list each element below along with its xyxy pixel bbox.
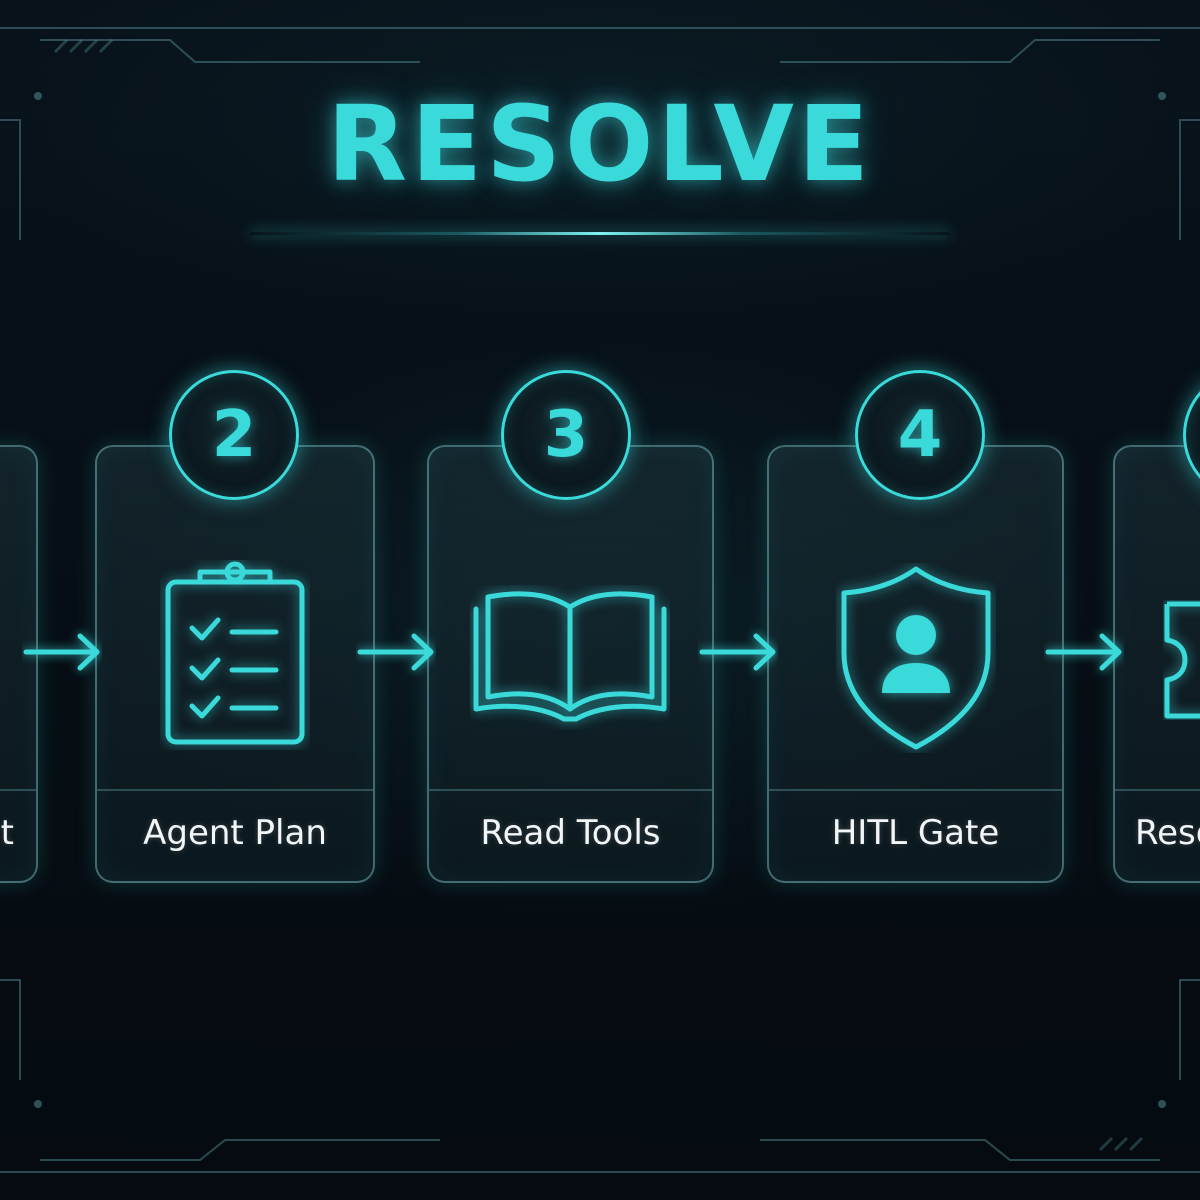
card-divider — [429, 789, 712, 791]
step-label-4: HITL Gate — [831, 813, 1000, 853]
arrow-right-icon — [357, 633, 434, 671]
step-label-1: t — [0, 813, 14, 853]
step-label-2: Agent Plan — [143, 813, 327, 853]
step-badge-2: 2 — [169, 370, 299, 500]
step-card-1: t — [0, 445, 38, 883]
step-card-5: Reso — [1113, 445, 1200, 883]
step-card-2: Agent Plan — [95, 445, 375, 883]
step-number-4: 4 — [897, 398, 943, 472]
title-underline — [250, 232, 950, 235]
diagram-title: RESOLVE — [327, 83, 873, 205]
step-number-2: 2 — [211, 398, 257, 472]
step-card-3: Read Tools — [427, 445, 714, 883]
step-badge-3: 3 — [501, 370, 631, 500]
arrow-right-icon — [699, 633, 776, 671]
arrow-right-icon — [23, 633, 100, 671]
step-number-3: 3 — [543, 398, 589, 472]
step-label-3: Read Tools — [480, 813, 661, 853]
card-divider — [1115, 789, 1200, 791]
card-divider — [97, 789, 373, 791]
step-card-4: HITL Gate — [767, 445, 1064, 883]
card-divider — [769, 789, 1062, 791]
step-label-5: Reso — [1135, 813, 1200, 853]
card-divider — [0, 789, 36, 791]
step-badge-4: 4 — [855, 370, 985, 500]
arrow-right-icon — [1045, 633, 1122, 671]
